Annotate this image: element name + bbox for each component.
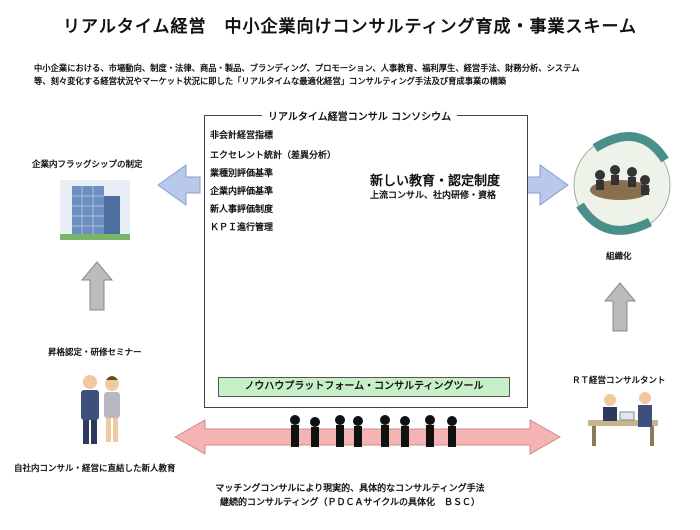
- consortium-item-4: 企業内評価基準: [210, 187, 274, 197]
- left-cylinder-item-5: ・利用ユーザー: [224, 336, 284, 346]
- consortium-item-1: 非会計経営指標: [210, 131, 274, 141]
- consortium-box: [204, 115, 528, 408]
- intro-line-1: 中小企業における、市場動向、制度・法律、商品・製品、ブランディング、プロモーショ…: [34, 63, 580, 73]
- consortium-item-5: 新人事評価制度: [210, 205, 274, 215]
- employees-icon: [81, 375, 120, 444]
- right-top-label: 組織化: [606, 252, 632, 262]
- left-blue-arrow: [157, 164, 201, 206]
- bottom-pink-arrow: [173, 419, 562, 455]
- meeting-cycle-icon: [573, 131, 671, 235]
- building-icon: [60, 180, 130, 240]
- right-cylinder-title: 株式会社小田・小島総合会計: [392, 249, 490, 258]
- intro-text: 中小企業における、市場動向、制度・法律、商品・製品、ブランディング、プロモーショ…: [34, 62, 674, 88]
- left-mid-label: 昇格認定・研修セミナー: [48, 348, 142, 358]
- consortium-title: リアルタイム経営コンサル コンソシウム: [262, 108, 458, 123]
- right-cylinder-item-1: ・定量分析・情報分析: [382, 284, 468, 294]
- left-gray-up-arrow: [80, 261, 114, 311]
- right-cylinder-item-2: ・マーケティングノウハウ: [382, 297, 484, 307]
- consultants-icon: [588, 392, 658, 446]
- left-cylinder-item-4: ・認定制度・セミナー: [224, 323, 310, 333]
- left-bottom-label: 自社内コンサル・経営に直結した新人教育: [14, 464, 176, 474]
- consortium-item-6: ＫＰＩ進行管理: [210, 223, 274, 233]
- left-cylinder-item-2: ・蓄積された経営データ: [224, 297, 318, 307]
- handshake-silhouettes: [290, 415, 457, 447]
- new-education-subtitle: 上流コンサル、社内研修・資格: [370, 191, 497, 201]
- left-cylinder-title-2: 会計ソフトメーカー: [240, 254, 317, 264]
- right-blue-arrow: [526, 164, 569, 206]
- consortium-item-3: 業種別評価基準: [210, 169, 274, 179]
- right-cylinder-item-4: ・教育カリキュラム: [382, 323, 459, 333]
- right-cylinder-item-3: ・業界別改善対策: [382, 310, 451, 320]
- right-gray-up-arrow: [603, 282, 637, 332]
- page-title: リアルタイム経営 中小企業向けコンサルティング育成・事業スキーム: [63, 17, 637, 37]
- intro-line-2: 等、刻々変化する経営状況やマーケット状況に即した「リアルタイムな最適化経営」コン…: [34, 76, 507, 86]
- knowhow-platform-bar: ノウハウプラットフォーム・コンサルティングツール: [218, 377, 510, 397]
- left-top-label: 企業内フラッグシップの制定: [32, 160, 143, 170]
- bottom-line-2: 継続的コンサルティング（ＰＤＣＡサイクルの具体化 ＢＳＣ）: [219, 498, 480, 508]
- left-cylinder-title-1: 各種専門メーカー: [240, 242, 309, 252]
- right-cylinder-item-5: ・業務処理マニュアル: [382, 336, 467, 346]
- left-cylinder-item-1: ・歴史と信頼性: [224, 284, 284, 294]
- consortium-item-2: エクセレント統計（差異分析）: [210, 151, 337, 161]
- left-cylinder-item-3: ・業種特化ノウハウ: [224, 310, 301, 320]
- right-mid-label: ＲＴ経営コンサルタント: [572, 376, 666, 386]
- new-education-heading: 新しい教育・認定制度: [370, 174, 501, 189]
- bottom-line-1: マッチングコンサルにより現実的、具体的なコンサルティング手法: [215, 484, 485, 494]
